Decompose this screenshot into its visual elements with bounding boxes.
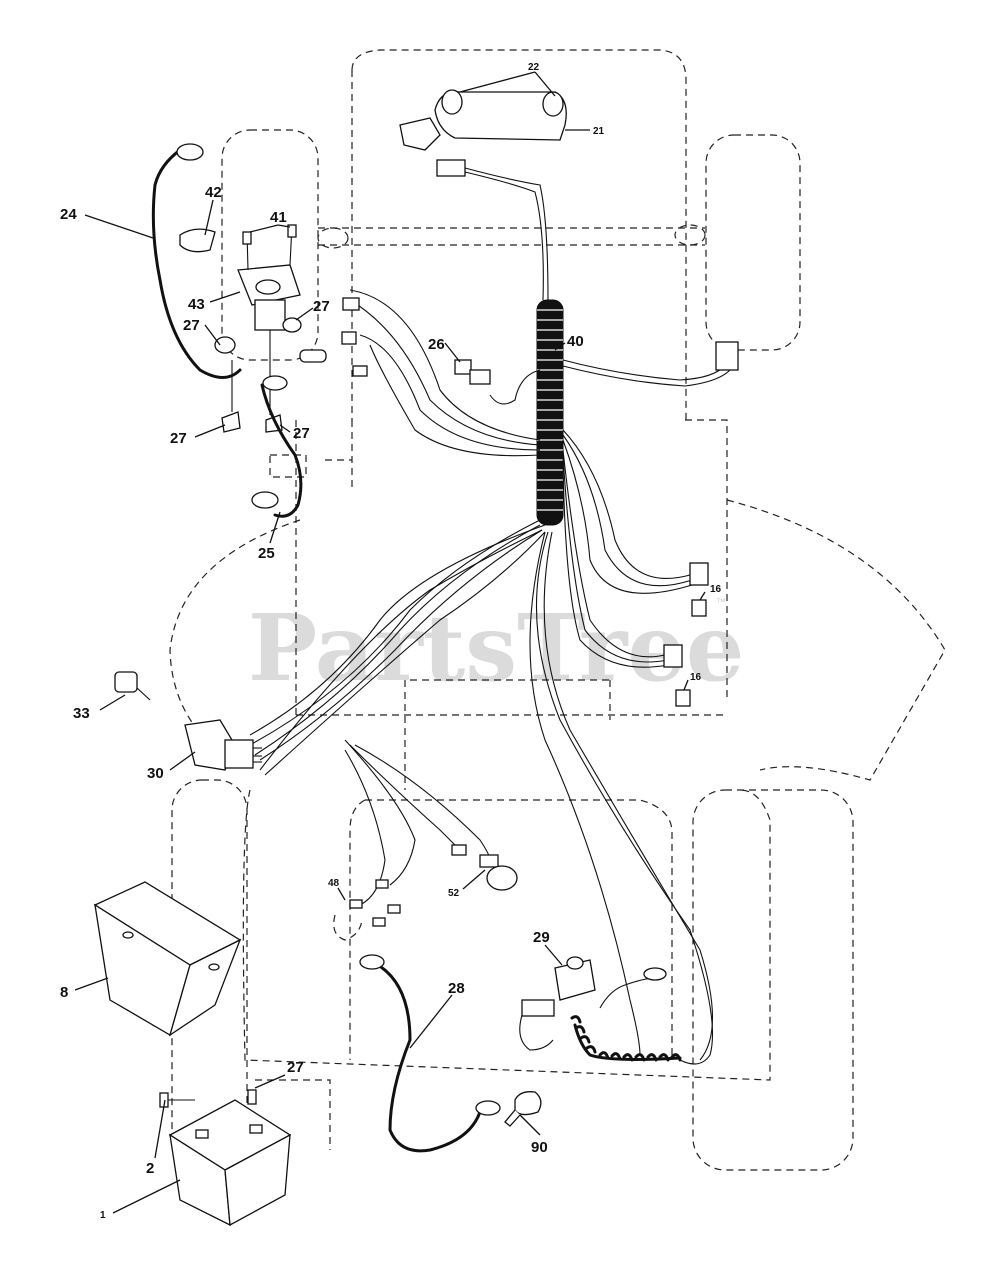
callout-28: 28	[448, 980, 465, 997]
callouts: 22 21 42 41 24 43 27 27 26 40 27 27 25 1…	[60, 62, 722, 1221]
ground-cable	[359, 954, 542, 1153]
callout-16-a: 16	[710, 584, 722, 595]
callout-90: 90	[531, 1139, 548, 1156]
callout-21: 21	[593, 126, 605, 137]
callout-8: 8	[60, 984, 68, 1001]
battery	[159, 1089, 292, 1227]
callout-27-d: 27	[293, 425, 310, 442]
callout-16-b: 16	[690, 672, 702, 683]
headlight-assembly	[399, 89, 567, 301]
battery-tray	[93, 881, 242, 1037]
callout-40: 40	[567, 333, 584, 350]
callout-1: 1	[100, 1210, 106, 1221]
callout-27-e: 27	[287, 1059, 304, 1076]
callout-27-b: 27	[183, 317, 200, 334]
callout-41: 41	[270, 209, 287, 226]
callout-26: 26	[428, 336, 445, 353]
callout-25: 25	[258, 545, 275, 562]
callout-24: 24	[60, 206, 77, 223]
harness-conduit	[536, 299, 564, 526]
harness-wires	[249, 289, 739, 1065]
callout-27-a: 27	[313, 298, 330, 315]
solenoid-assembly	[151, 143, 327, 518]
callout-42: 42	[205, 184, 222, 201]
callout-48: 48	[328, 878, 340, 889]
callout-52: 52	[448, 888, 460, 899]
ignition-key	[114, 671, 151, 701]
callout-29: 29	[533, 929, 550, 946]
callout-43: 43	[188, 296, 205, 313]
leader-lines	[74, 71, 706, 1214]
callout-30: 30	[147, 765, 164, 782]
callout-33: 33	[73, 705, 90, 722]
callout-2: 2	[146, 1160, 154, 1177]
ignition-switch	[184, 719, 262, 771]
seat-switch	[519, 956, 682, 1062]
callout-27-c: 27	[170, 430, 187, 447]
callout-22: 22	[528, 62, 540, 73]
watermark-trademark: ™	[716, 597, 726, 608]
